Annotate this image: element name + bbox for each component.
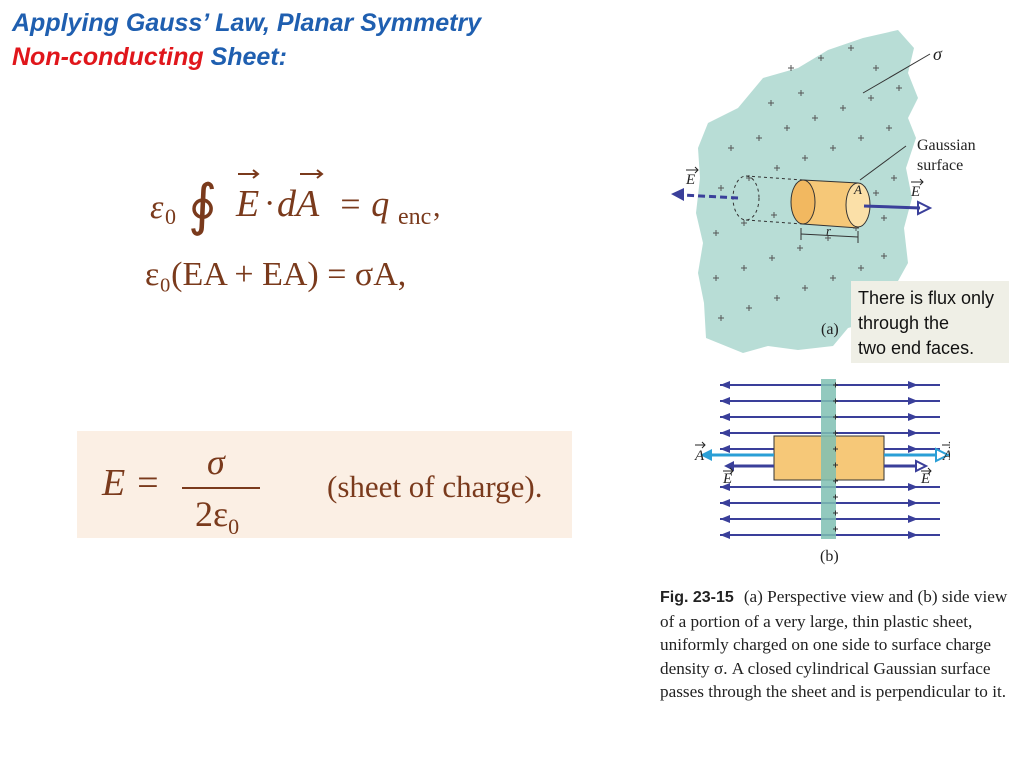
- eq1-enc: enc: [398, 204, 431, 230]
- b-e-label-right: E: [920, 471, 930, 487]
- b-area-label-right: A: [942, 448, 950, 464]
- caption-fig-number: Fig. 23-15: [660, 589, 734, 606]
- callout-line-2: through the: [858, 313, 950, 333]
- fraction-bar: [182, 487, 260, 489]
- eq1-dA: dA: [277, 183, 320, 225]
- sheet-plus-signs: [833, 382, 838, 532]
- field-arrowhead-right: [917, 200, 933, 216]
- result-den-sub: 0: [228, 514, 240, 540]
- title-red-word: Non-conducting: [12, 43, 204, 71]
- b-e-label-left: E: [722, 471, 732, 487]
- eq1-contour-integral: ∮: [188, 175, 217, 237]
- result-denominator: 2ε0: [195, 493, 239, 540]
- field-arrow-right: [863, 204, 921, 210]
- r-label: r: [826, 223, 832, 238]
- eq1-epsilon-sub: 0: [165, 204, 176, 229]
- figure-b-side-view: A A E E (b): [694, 379, 950, 565]
- field-arrow-left: [682, 193, 739, 200]
- gaussian-label-line1: Gaussian: [917, 137, 976, 154]
- b-area-label-left: A: [694, 448, 705, 464]
- callout-line-1: There is flux only: [858, 288, 995, 308]
- b-vector-overbars: [695, 441, 950, 475]
- figure-caption: Fig. 23-15(a) Perspective view and (b) s…: [660, 585, 1020, 704]
- area-arrowhead-right: [935, 447, 950, 463]
- title-line-2: Non-conducting Sheet:: [12, 40, 481, 74]
- caption-text: (a) Perspective view and (b) side view o…: [660, 587, 1008, 701]
- eq1-epsilon: ε: [150, 189, 164, 226]
- eq1-rhs: = q: [338, 184, 389, 224]
- e-label-right: E: [910, 184, 920, 200]
- gauss-law-equation: ε 0 ∮ E · dA = q enc ,: [150, 169, 441, 237]
- slide-title: Applying Gauss’ Law, Planar Symmetry Non…: [12, 6, 481, 74]
- eq1-vector-arrows: [238, 169, 324, 179]
- eq1-dot: ·: [264, 185, 275, 222]
- result-den-main: 2ε: [195, 494, 229, 534]
- field-arrowhead-left: [671, 188, 684, 201]
- e-label-left: E: [685, 172, 695, 188]
- eq1-comma: ,: [433, 190, 441, 223]
- result-box: E = σ 2ε0 (sheet of charge).: [77, 431, 572, 540]
- area-label: A: [853, 182, 862, 197]
- result-note: (sheet of charge).: [327, 469, 543, 504]
- result-numerator: σ: [207, 442, 225, 482]
- figure-a-perspective: σ Gaussian surface E E A r (a): [671, 30, 976, 353]
- callout-line-3: two end faces.: [858, 338, 975, 358]
- part-b-label: (b): [820, 548, 839, 565]
- eq1-E: E: [235, 183, 259, 225]
- field-arrowheads: [720, 381, 918, 539]
- gaussian-leader: [859, 145, 907, 181]
- e-arrowhead-left: [724, 461, 734, 471]
- e-vector-overbars: [686, 166, 924, 186]
- sigma-leader: [862, 53, 931, 94]
- gaussian-label-line2: surface: [917, 157, 963, 174]
- e-arrowhead-right: [915, 459, 929, 473]
- r-dimension-line: [800, 233, 859, 238]
- area-arrowhead-left: [700, 449, 712, 461]
- flux-balance-equation: ε₀(EA + EA) = σA,: [145, 256, 407, 293]
- title-blue-word: Sheet:: [203, 43, 287, 71]
- result-lhs: E =: [102, 462, 161, 504]
- sigma-label: σ: [933, 44, 943, 64]
- sheet-edge: [821, 379, 836, 539]
- part-a-label: (a): [821, 321, 839, 338]
- title-line-1: Applying Gauss’ Law, Planar Symmetry: [12, 9, 482, 37]
- flux-callout: There is flux only through the two end f…: [851, 281, 1009, 363]
- charge-plus-signs: [713, 45, 902, 321]
- cylinder-left-face: [790, 179, 816, 225]
